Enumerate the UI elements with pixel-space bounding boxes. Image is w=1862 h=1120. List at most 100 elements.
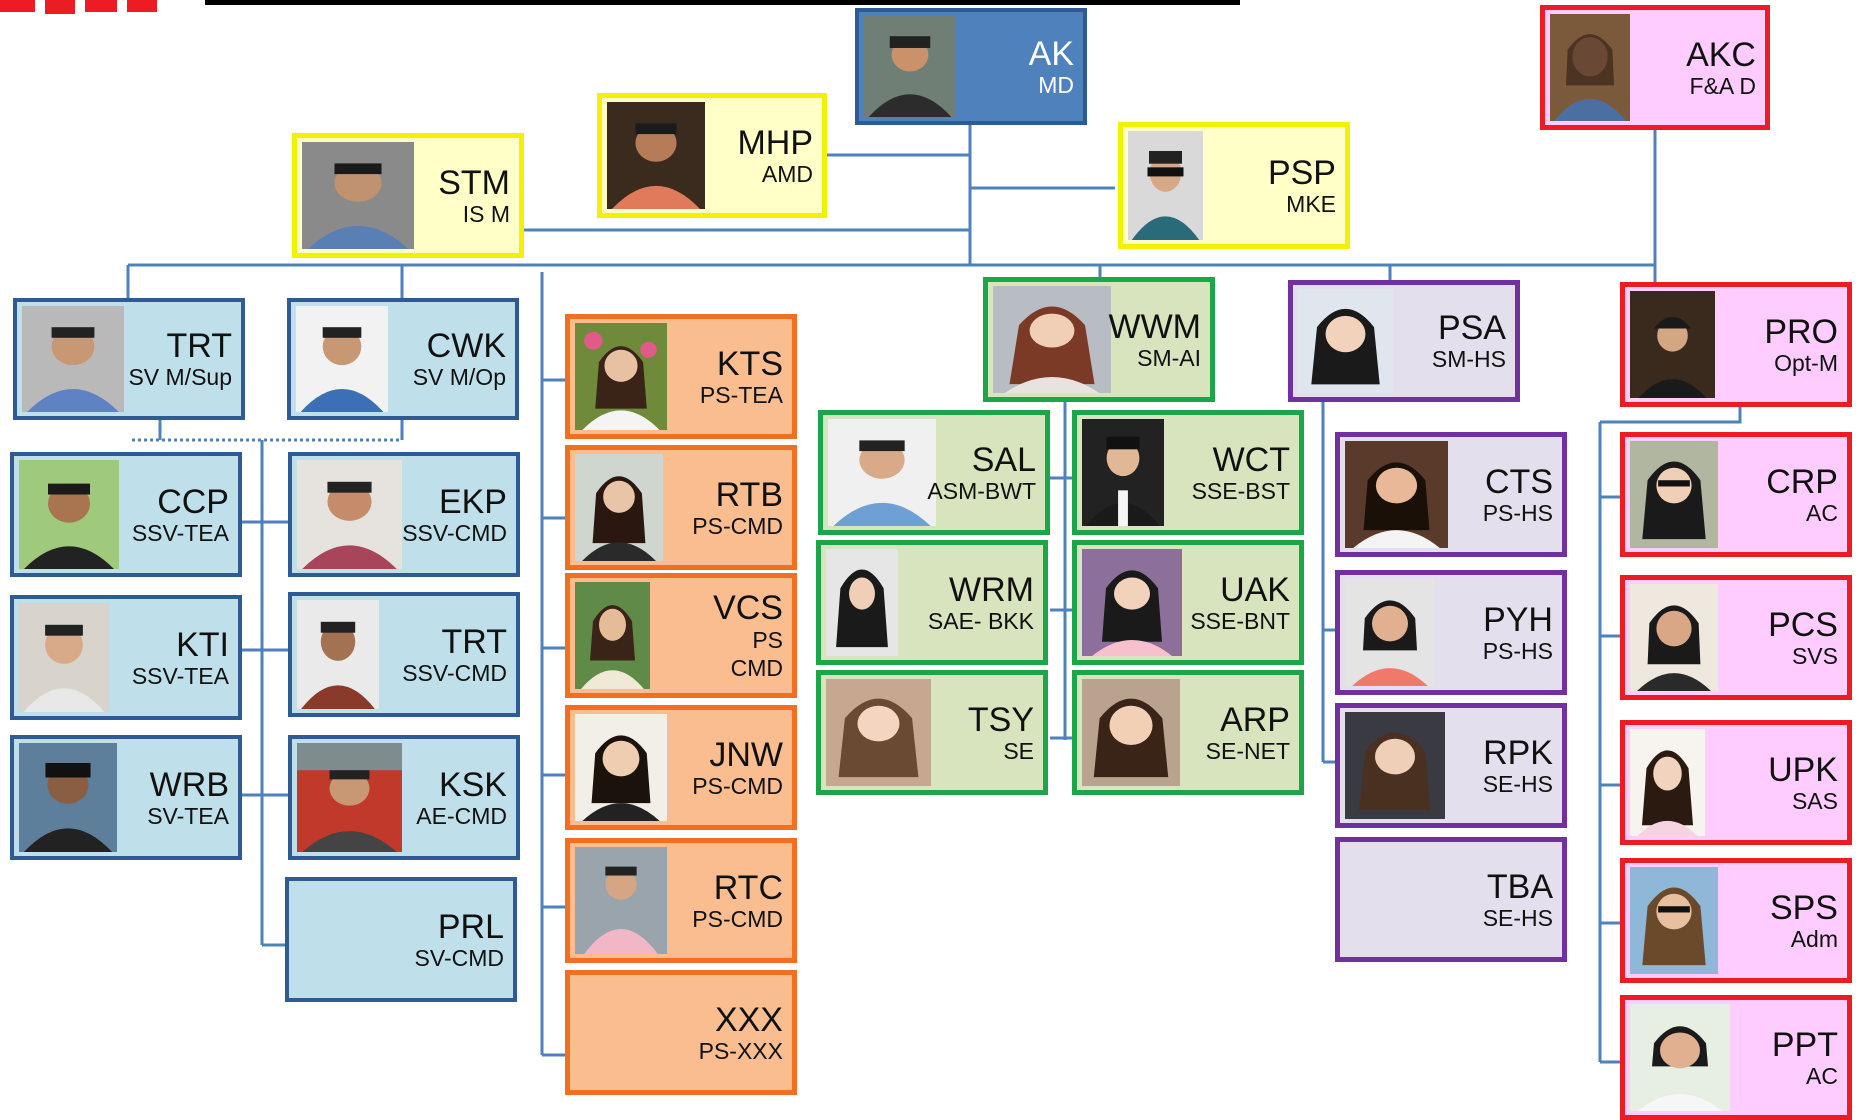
role-label: AE-CMD (416, 802, 507, 829)
code-label: CCP (157, 482, 229, 521)
role-label: SE-NET (1205, 737, 1290, 764)
photo-rtc (575, 847, 667, 954)
photo-rpk (1345, 712, 1445, 819)
photo-vcs (575, 582, 650, 689)
role-label: F&A D (1689, 72, 1756, 99)
photo-stm (302, 142, 414, 249)
photo-ksk (297, 743, 402, 852)
code-label: TSY (967, 700, 1034, 739)
code-label: TRT (441, 622, 507, 661)
role-label: SSV-CMD (402, 659, 507, 686)
role-label: PS-CMD (692, 512, 783, 539)
code-label: KTI (176, 625, 229, 664)
code-label: KTS (716, 344, 783, 383)
code-label: WWM (1108, 307, 1201, 346)
photo-trt (22, 306, 124, 412)
role-label: PS (752, 626, 783, 653)
photo-ccp (19, 460, 119, 569)
code-label: SAL (971, 440, 1036, 479)
role-label: SSE-BST (1191, 477, 1290, 504)
role-label-line2: CMD (730, 654, 783, 681)
role-label: SVS (1791, 642, 1838, 669)
role-label: SE-HS (1482, 904, 1553, 931)
code-label: RTB (715, 475, 783, 514)
role-label: AC (1806, 499, 1838, 526)
role-label: PS-CMD (692, 905, 783, 932)
role-label: Adm (1790, 925, 1838, 952)
code-label: TRT (166, 327, 232, 365)
photo-pyh (1345, 579, 1435, 686)
role-label: AMD (761, 160, 813, 187)
code-label: AK (1028, 34, 1074, 73)
code-label: UAK (1220, 570, 1290, 609)
role-label: MKE (1286, 190, 1336, 217)
code-label: WRM (949, 570, 1034, 609)
code-label: VCS (713, 588, 783, 627)
role-label: ASM-BWT (927, 477, 1036, 504)
photo-cts (1345, 441, 1448, 548)
code-label: CTS (1485, 462, 1553, 501)
photo-ppt (1630, 1004, 1730, 1111)
code-label: UPK (1768, 750, 1838, 789)
code-label: TBA (1486, 867, 1553, 906)
code-label: SPS (1769, 888, 1838, 927)
role-label: PS-XXX (698, 1037, 783, 1064)
code-label: CRP (1766, 462, 1838, 501)
photo-trt-ssv (297, 600, 379, 709)
role-label: PS-HS (1482, 637, 1553, 664)
code-label: RPK (1483, 733, 1553, 772)
photo-upk (1630, 729, 1705, 836)
code-label: XXX (714, 1000, 783, 1039)
photo-wwm (993, 286, 1111, 393)
header-bar (205, 0, 1240, 5)
role-label: PS-HS (1482, 499, 1553, 526)
photo-kts (575, 323, 667, 430)
code-label: KSK (438, 765, 507, 804)
role-label: SSV-TEA (131, 662, 229, 689)
code-label: CWK (426, 327, 506, 365)
photo-uak (1082, 549, 1182, 656)
role-label: SM-AI (1137, 344, 1201, 371)
code-label: ARP (1220, 700, 1290, 739)
code-label: JNW (709, 735, 783, 774)
code-label: MHP (737, 123, 813, 162)
photo-mhp (607, 102, 705, 209)
code-label: WRB (149, 765, 229, 804)
photo-cwk (296, 306, 388, 412)
role-label: AC (1806, 1062, 1838, 1089)
code-label: PRO (1764, 312, 1838, 351)
photo-arp (1082, 679, 1180, 786)
role-label: SE-HS (1482, 770, 1553, 797)
photo-rtb (575, 454, 663, 561)
role-label: SV-CMD (414, 944, 504, 971)
code-label: AKC (1686, 35, 1756, 74)
role-label: SV-TEA (147, 802, 229, 829)
role-label: SSE-BNT (1190, 607, 1290, 634)
photo-psp (1128, 131, 1203, 240)
role-label: SAE- BKK (927, 607, 1034, 634)
photo-wrb (19, 743, 117, 852)
role-label: SV M/Sup (128, 364, 232, 390)
role-label: PS-CMD (692, 772, 783, 799)
